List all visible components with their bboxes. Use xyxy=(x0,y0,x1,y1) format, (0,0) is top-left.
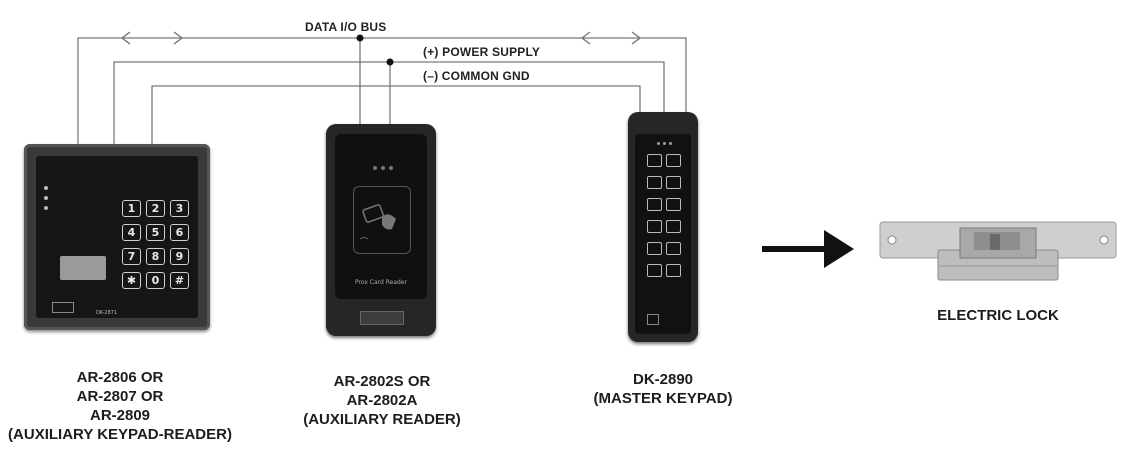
ground-wire xyxy=(151,85,641,144)
reader-face: Prox Card Reader xyxy=(335,134,427,299)
prox-reader-caption: AR-2802S OR AR-2802A (AUXILIARY READER) xyxy=(282,372,482,429)
arrow-shaft xyxy=(762,246,828,252)
keypad-key[interactable]: # xyxy=(170,272,189,289)
reader-face-text: Prox Card Reader xyxy=(355,279,407,286)
indicator-led xyxy=(663,142,666,145)
data-bus-label: DATA I/O BUS xyxy=(305,20,387,34)
master-keypad-key[interactable] xyxy=(647,198,662,211)
keypad-key[interactable]: 4 xyxy=(122,224,141,241)
brand-logo xyxy=(52,302,74,313)
card-tap-area xyxy=(60,256,106,280)
indicator-led xyxy=(389,166,393,170)
keypad-key[interactable]: 6 xyxy=(170,224,189,241)
caption-line: AR-2807 OR xyxy=(76,388,164,405)
keypad-key[interactable]: 0 xyxy=(146,272,165,289)
right-chevron-icon xyxy=(173,31,184,45)
master-keypad-face xyxy=(635,134,691,334)
caption-line: (MASTER KEYPAD) xyxy=(593,390,733,407)
keypad-key[interactable]: 7 xyxy=(122,248,141,265)
keypad-key[interactable]: 5 xyxy=(146,224,165,241)
keypad-key[interactable]: 1 xyxy=(122,200,141,217)
master-keypad-key[interactable] xyxy=(647,154,662,167)
master-keypad-key[interactable] xyxy=(666,154,681,167)
caption-line: AR-2802A xyxy=(346,392,418,409)
keypad-key[interactable]: 2 xyxy=(146,200,165,217)
master-keypad-key[interactable] xyxy=(647,176,662,189)
keypad-key[interactable]: 9 xyxy=(170,248,189,265)
keypad-key[interactable]: 8 xyxy=(146,248,165,265)
keypad-reader-caption: AR-2806 OR AR-2807 OR AR-2809 (AUXILIARY… xyxy=(2,368,238,444)
keypad-key[interactable]: ✱ xyxy=(122,272,141,289)
brand-logo xyxy=(647,314,659,325)
master-keypad-key[interactable] xyxy=(647,264,662,277)
master-keypad-key[interactable] xyxy=(666,242,681,255)
master-keypad-key[interactable] xyxy=(666,220,681,233)
caption-line: AR-2809 xyxy=(89,407,151,424)
master-keypad-key[interactable] xyxy=(666,198,681,211)
indicator-led xyxy=(657,142,660,145)
master-keypad-device xyxy=(628,112,698,342)
power-supply-label: (+) POWER SUPPLY xyxy=(423,45,541,59)
caption-line: (AUXILIARY READER) xyxy=(303,411,461,428)
keypad-key[interactable]: 3 xyxy=(170,200,189,217)
power-junction-dot xyxy=(386,58,394,66)
prox-reader-device: Prox Card Reader xyxy=(326,124,436,336)
brand-logo xyxy=(360,311,404,325)
master-keypad-key[interactable] xyxy=(666,264,681,277)
data-bus-wire xyxy=(77,37,687,144)
electric-lock-caption: ELECTRIC LOCK xyxy=(937,307,1059,324)
status-led xyxy=(44,206,48,210)
status-led xyxy=(44,186,48,190)
keypad-model-text: DK-2871 xyxy=(96,310,118,316)
master-keypad-key[interactable] xyxy=(647,220,662,233)
common-ground-label: (–) COMMON GND xyxy=(423,69,530,83)
caption-line: AR-2802S OR xyxy=(333,373,431,390)
master-keypad-key[interactable] xyxy=(647,242,662,255)
indicator-led xyxy=(669,142,672,145)
electric-lock-icon xyxy=(879,221,1117,281)
indicator-led xyxy=(373,166,377,170)
data-junction-dot xyxy=(356,34,364,42)
caption-line: DK-2890 xyxy=(632,371,694,388)
indicator-led xyxy=(381,166,385,170)
master-keypad-caption: DK-2890 (MASTER KEYPAD) xyxy=(568,370,758,408)
caption-line: AR-2806 OR xyxy=(76,369,164,386)
status-led xyxy=(44,196,48,200)
rfid-card-icon xyxy=(353,186,411,254)
master-keypad-key[interactable] xyxy=(666,176,681,189)
left-chevron-icon xyxy=(580,31,591,45)
caption-line: (AUXILIARY KEYPAD-READER) xyxy=(8,426,232,443)
right-arrow-icon xyxy=(824,230,854,268)
left-chevron-icon xyxy=(120,31,131,45)
right-chevron-icon xyxy=(631,31,642,45)
